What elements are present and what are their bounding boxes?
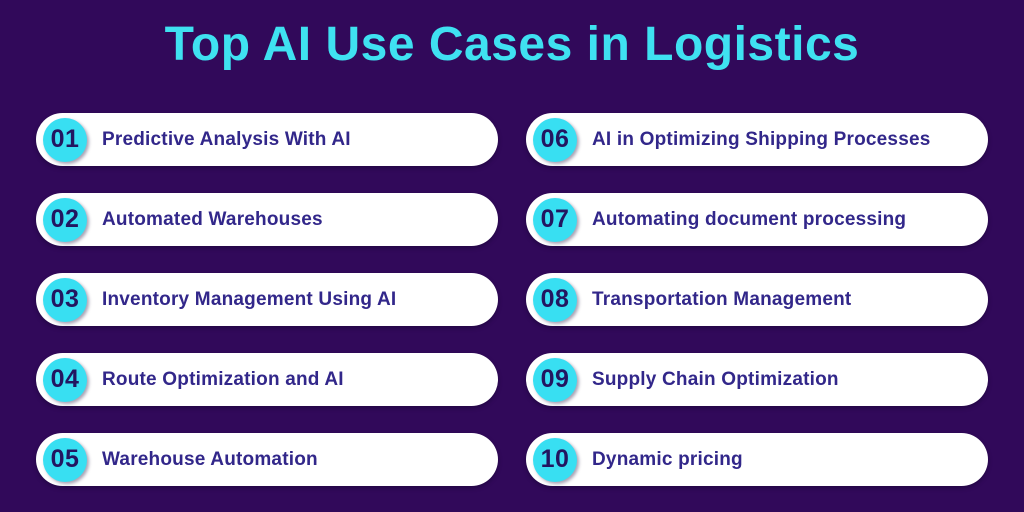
page-title: Top AI Use Cases in Logistics xyxy=(164,18,860,71)
number-text: 05 xyxy=(50,445,80,473)
number-text: 09 xyxy=(540,365,570,393)
number-badge: 07 xyxy=(533,197,577,242)
use-case-label: Predictive Analysis With AI xyxy=(102,128,351,150)
number-text: 02 xyxy=(50,205,80,233)
number-text: 01 xyxy=(50,125,80,153)
use-case-item-04: 04 Route Optimization and AI xyxy=(36,353,498,406)
use-case-label: AI in Optimizing Shipping Processes xyxy=(592,128,931,150)
number-text: 07 xyxy=(540,205,570,233)
number-badge: 09 xyxy=(533,357,577,402)
use-case-item-03: 03 Inventory Management Using AI xyxy=(36,273,498,326)
use-case-label: Dynamic pricing xyxy=(592,448,743,470)
use-case-label: Supply Chain Optimization xyxy=(592,368,839,390)
number-badge: 04 xyxy=(43,357,87,402)
number-text: 06 xyxy=(540,125,570,153)
use-case-label: Inventory Management Using AI xyxy=(102,288,397,310)
use-case-label: Automating document processing xyxy=(592,208,907,230)
use-case-label: Warehouse Automation xyxy=(102,448,318,470)
use-case-item-08: 08 Transportation Management xyxy=(526,273,988,326)
number-text: 10 xyxy=(540,445,570,473)
number-badge: 02 xyxy=(43,197,87,242)
number-badge: 06 xyxy=(533,117,577,162)
use-case-label: Automated Warehouses xyxy=(102,208,323,230)
number-text: 08 xyxy=(540,285,570,313)
number-text: 03 xyxy=(50,285,80,313)
use-case-item-06: 06 AI in Optimizing Shipping Processes xyxy=(526,113,988,166)
number-badge: 08 xyxy=(533,277,577,322)
number-text: 04 xyxy=(50,365,80,393)
use-case-item-10: 10 Dynamic pricing xyxy=(526,433,988,486)
number-badge: 05 xyxy=(43,437,87,482)
use-case-label: Route Optimization and AI xyxy=(102,368,344,390)
use-case-label: Transportation Management xyxy=(592,288,852,310)
number-badge: 01 xyxy=(43,117,87,162)
use-case-item-05: 05 Warehouse Automation xyxy=(36,433,498,486)
use-case-item-07: 07 Automating document processing xyxy=(526,193,988,246)
use-case-item-02: 02 Automated Warehouses xyxy=(36,193,498,246)
use-case-item-01: 01 Predictive Analysis With AI xyxy=(36,113,498,166)
number-badge: 03 xyxy=(43,277,87,322)
use-case-item-09: 09 Supply Chain Optimization xyxy=(526,353,988,406)
use-case-grid: 01 Predictive Analysis With AI 02 Automa… xyxy=(0,113,1024,486)
number-badge: 10 xyxy=(533,437,577,482)
